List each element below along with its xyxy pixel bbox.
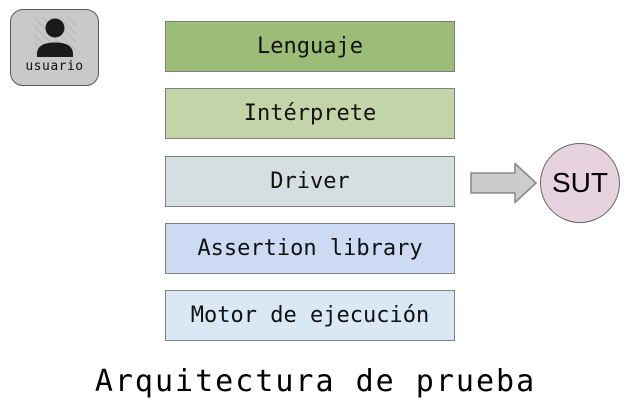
diagram-title: Arquitectura de prueba [94, 364, 537, 399]
person-icon [33, 17, 76, 57]
layer-label: Motor de ejecución [190, 303, 430, 328]
user-actor-box: usuario [10, 9, 99, 86]
layer-label: Intérprete [243, 101, 377, 126]
user-actor-label: usuario [25, 59, 84, 74]
layer-label: Driver [270, 169, 350, 194]
layer-box: Assertion library [165, 223, 455, 274]
driver-to-sut-arrow [470, 162, 538, 204]
sut-node: SUT [540, 143, 620, 223]
sut-label: SUT [552, 167, 608, 198]
layer-box: Lenguaje [165, 21, 455, 72]
layer-box: Intérprete [165, 88, 455, 139]
layer-box: Motor de ejecución [165, 290, 455, 341]
arrow-shape [470, 162, 537, 204]
layer-box: Driver [165, 156, 455, 207]
layer-label: Assertion library [197, 236, 423, 261]
layer-label: Lenguaje [257, 34, 363, 59]
right-arrow-icon [470, 162, 537, 204]
